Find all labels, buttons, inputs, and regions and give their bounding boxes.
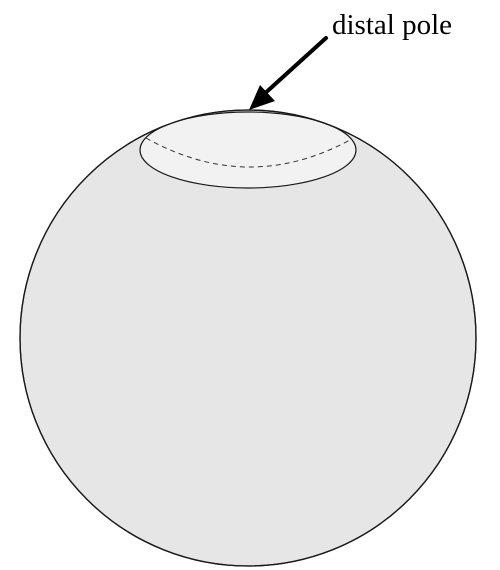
distal-pole-label: distal pole [332, 9, 452, 41]
callout-arrow-shaft [262, 38, 326, 96]
